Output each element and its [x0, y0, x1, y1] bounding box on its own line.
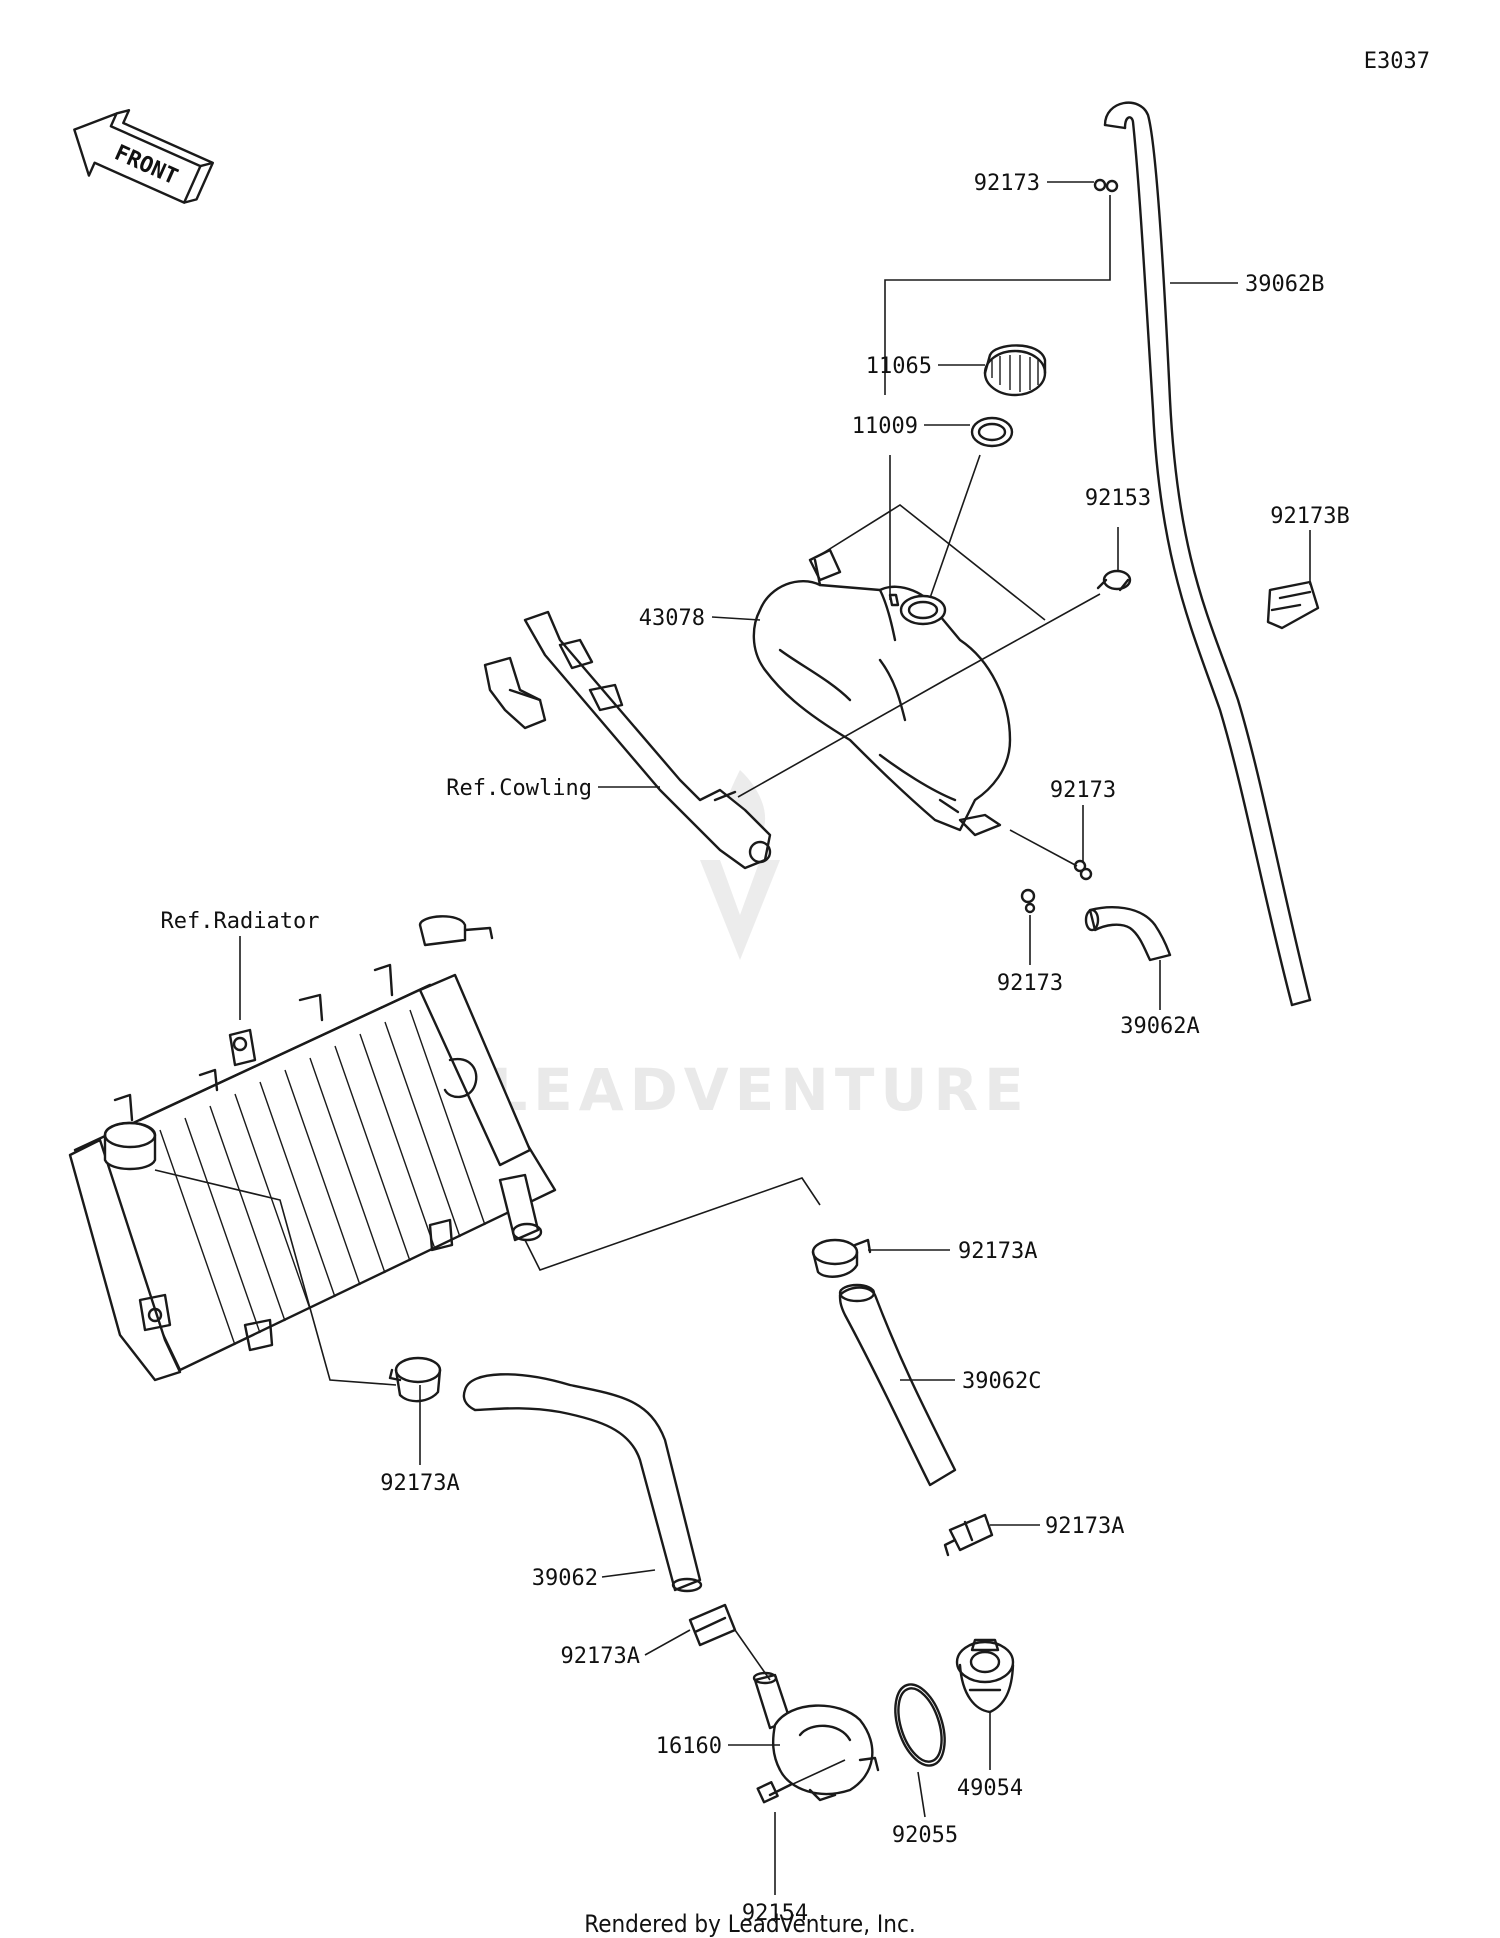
thermostat-49054 — [955, 1638, 1015, 1714]
label-92055: 92055 — [892, 1823, 958, 1848]
hose-39062B — [1103, 101, 1312, 1007]
hose-39062A — [1084, 906, 1172, 962]
clamp-92173A-right — [811, 1238, 872, 1278]
clamp-92173A-pump — [688, 1603, 737, 1647]
label-92173A-pump: 92173A — [561, 1644, 640, 1669]
label-92173B: 92173B — [1270, 504, 1349, 529]
footer-credit: Rendered by LeadVenture, Inc. — [584, 1910, 915, 1938]
clip-92173-top — [1093, 178, 1119, 193]
clamp-92173A-left — [388, 1356, 442, 1403]
label-39062B: 39062B — [1245, 272, 1324, 297]
label-92173-top: 92173 — [974, 171, 1040, 196]
label-49054: 49054 — [957, 1776, 1023, 1801]
label-92173-low: 92173 — [997, 971, 1063, 996]
watermark-text: LEADVENTURE — [490, 1056, 1030, 1124]
front-arrow-icon: FRONT — [73, 109, 214, 204]
cap-11065 — [983, 344, 1047, 397]
hose-39062 — [462, 1373, 703, 1593]
label-ref-cowling: Ref.Cowling — [446, 776, 592, 801]
label-ref-radiator: Ref.Radiator — [161, 909, 320, 934]
label-92173A-left: 92173A — [380, 1471, 459, 1496]
label-39062C: 39062C — [962, 1369, 1041, 1394]
label-11009: 11009 — [852, 414, 918, 439]
label-39062: 39062 — [532, 1566, 598, 1591]
label-92153: 92153 — [1085, 486, 1151, 511]
radiator-fins — [159, 1009, 486, 1346]
label-39062A: 39062A — [1120, 1014, 1199, 1039]
label-92173A-right: 92173A — [958, 1239, 1037, 1264]
label-92154: 92154 — [742, 1901, 808, 1926]
hose-39062C — [838, 1283, 957, 1487]
clip-92173-low — [1020, 888, 1036, 914]
label-16160: 16160 — [656, 1734, 722, 1759]
clamp-92173B — [1266, 580, 1320, 630]
gasket-11009 — [970, 416, 1014, 448]
thermostat-housing-16160 — [752, 1671, 880, 1802]
leader-lines — [154, 181, 1311, 1895]
clamp-92173A-bottom-right — [943, 1513, 994, 1557]
clip-92173-mid — [1073, 859, 1093, 881]
o-ring-92055 — [894, 1683, 946, 1767]
label-43078: 43078 — [639, 606, 705, 631]
cowling-bracket — [483, 610, 772, 870]
bolt-92154 — [756, 1781, 792, 1804]
part-labels: 92173 39062B 11065 11009 92153 92173B 43… — [161, 171, 1350, 1926]
reservoir-tank-43078 — [752, 548, 1012, 837]
radiator — [68, 915, 557, 1382]
label-92173-mid: 92173 — [1050, 778, 1116, 803]
label-11065: 11065 — [866, 354, 932, 379]
bolt-92153 — [1096, 569, 1132, 592]
label-92173A-bottom: 92173A — [1045, 1514, 1124, 1539]
diagram-code: E3037 — [1364, 49, 1430, 74]
